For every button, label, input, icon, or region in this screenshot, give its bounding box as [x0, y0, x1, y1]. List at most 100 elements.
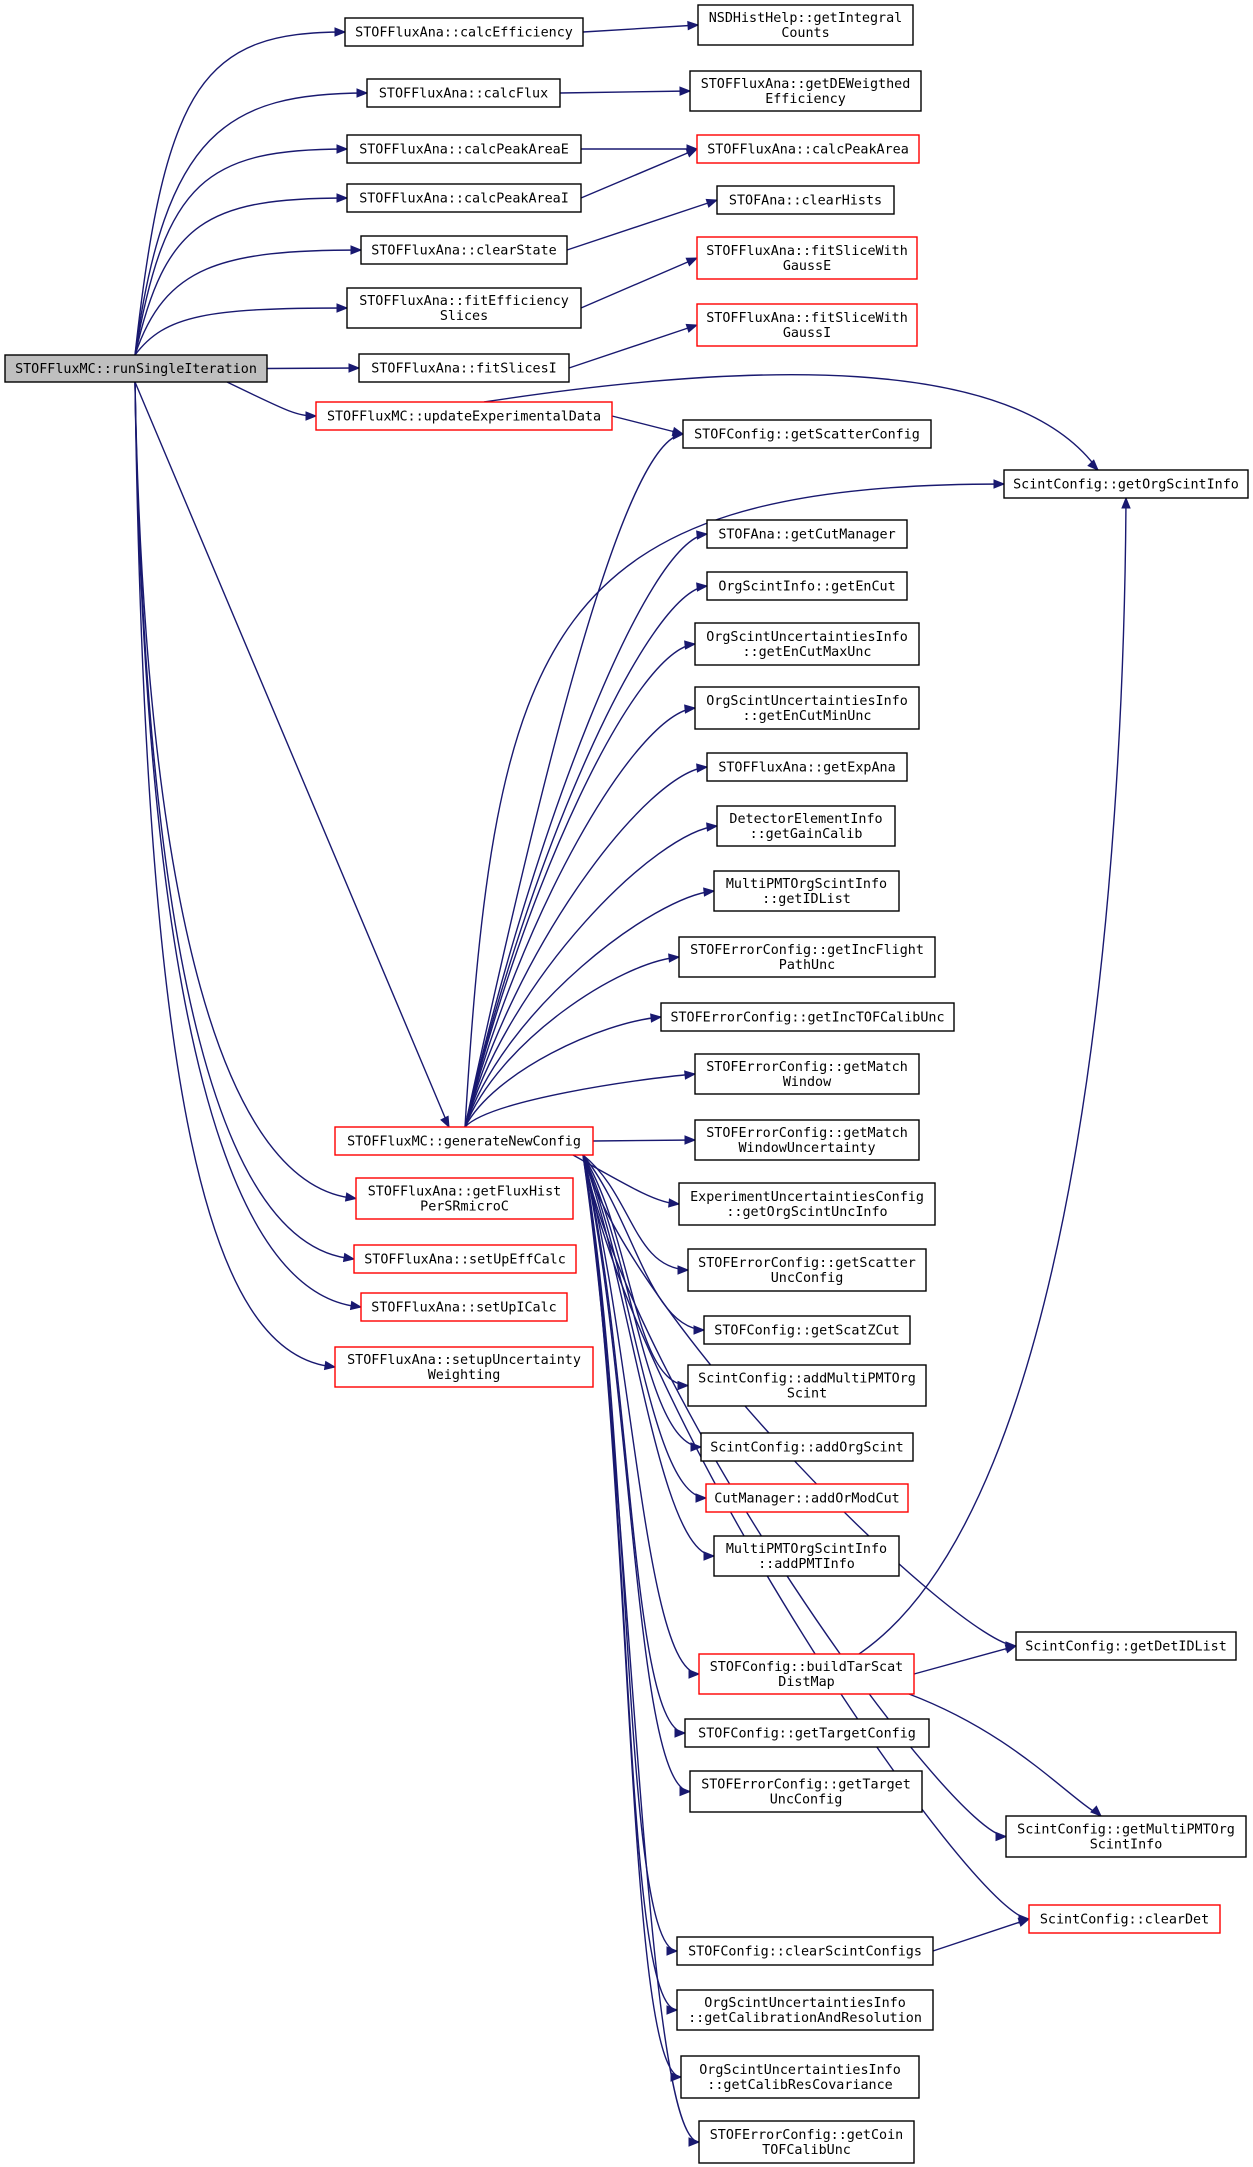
node-fitSlicesI[interactable]: STOFFluxAna::fitSlicesI: [358, 353, 570, 383]
node-label: Window: [783, 1075, 832, 1090]
edge-line: [134, 381, 450, 1128]
node-generateNewConfig[interactable]: STOFFluxMC::generateNewConfig: [334, 1126, 594, 1156]
node-label: OrgScintInfo::getEnCut: [718, 580, 895, 595]
edge-clearState-to-clearHists: [566, 198, 719, 251]
node-getDetIDList[interactable]: ScintConfig::getDetIDList: [1015, 1631, 1237, 1661]
node-getEnCutMinUnc[interactable]: OrgScintUncertaintiesInfo::getEnCutMinUn…: [694, 686, 920, 730]
node-clearScintConfigs[interactable]: STOFConfig::clearScintConfigs: [676, 1936, 934, 1966]
node-box: [705, 1483, 909, 1513]
node-box: [684, 1718, 930, 1748]
node-label: TOFCalibUnc: [762, 2143, 851, 2158]
node-getGainCalib[interactable]: DetectorElementInfo::getGainCalib: [716, 805, 896, 847]
node-updateExperimentalData[interactable]: STOFFluxMC::updateExperimentalData: [315, 401, 613, 431]
node-getScatZCut[interactable]: STOFConfig::getScatZCut: [703, 1315, 911, 1345]
node-getIncTOF[interactable]: STOFErrorConfig::getIncTOFCalibUnc: [660, 1002, 955, 1032]
node-root[interactable]: STOFFluxMC::runSingleIteration: [4, 354, 268, 383]
node-label: ScintConfig::getOrgScintInfo: [1013, 478, 1239, 493]
node-label: STOFAna::clearHists: [729, 194, 882, 209]
edge-arrowhead: [1090, 1805, 1102, 1817]
edge-arrowhead: [679, 86, 692, 96]
edge-line: [226, 381, 317, 417]
node-calcPeakAreaI[interactable]: STOFFluxAna::calcPeakAreaI: [346, 183, 582, 213]
edge-line: [582, 1154, 678, 2011]
node-getIDList[interactable]: MultiPMTOrgScintInfo::getIDList: [713, 870, 900, 912]
edge-line: [134, 381, 336, 1368]
node-clearHists[interactable]: STOFAna::clearHists: [716, 185, 895, 215]
node-getCalibResCov[interactable]: OrgScintUncertaintiesInfo::getCalibResCo…: [680, 2055, 920, 2099]
node-getCalibRes[interactable]: OrgScintUncertaintiesInfo::getCalibratio…: [676, 1989, 934, 2031]
node-getOrgScintInfo[interactable]: ScintConfig::getOrgScintInfo: [1003, 469, 1249, 499]
node-setUpEffCalc[interactable]: STOFFluxAna::setUpEffCalc: [353, 1244, 577, 1274]
node-getTargetConfig[interactable]: STOFConfig::getTargetConfig: [684, 1718, 930, 1748]
edge-line: [908, 1693, 1102, 1817]
edge-arrowhead: [356, 88, 369, 98]
node-getExpAna[interactable]: STOFFluxAna::getExpAna: [706, 752, 908, 782]
edge-root-to-setUpICalc: [134, 381, 363, 1311]
edge-line: [266, 367, 360, 370]
edge-arrowhead: [336, 144, 349, 154]
node-calcEfficiency[interactable]: STOFFluxAna::calcEfficiency: [344, 17, 584, 47]
node-label: STOFFluxAna::setUpICalc: [371, 1301, 556, 1316]
node-label: STOFFluxAna::fitSlicesI: [371, 362, 556, 377]
node-label: NSDHistHelp::getIntegral: [709, 11, 902, 26]
node-box: [713, 1535, 900, 1577]
node-label: ScintInfo: [1090, 1838, 1163, 1853]
node-box: [676, 1936, 934, 1966]
node-getCutManager[interactable]: STOFAna::getCutManager: [706, 519, 908, 549]
edge-arrowhead: [695, 1493, 708, 1503]
node-getEnCut[interactable]: OrgScintInfo::getEnCut: [706, 571, 908, 601]
edge-generateNewConfig-to-getEnCutMaxUnc: [464, 640, 697, 1128]
edge-line: [464, 585, 708, 1128]
node-clearState[interactable]: STOFFluxAna::clearState: [360, 235, 568, 265]
edge-line: [592, 1139, 696, 1142]
node-getScatterConfig[interactable]: STOFConfig::getScatterConfig: [682, 419, 932, 449]
node-label: STOFConfig::getScatterConfig: [694, 428, 920, 443]
edge-line: [464, 1073, 696, 1128]
node-clearDet[interactable]: ScintConfig::clearDet: [1028, 1904, 1221, 1934]
node-box: [687, 1248, 927, 1292]
node-getMatchWindowUnc[interactable]: STOFErrorConfig::getMatchWindowUncertain…: [694, 1119, 920, 1161]
node-calcFlux[interactable]: STOFFluxAna::calcFlux: [366, 78, 561, 108]
node-box: [358, 353, 570, 383]
edge-line: [858, 497, 1127, 1655]
node-box: [360, 235, 568, 265]
node-calcPeakArea[interactable]: STOFFluxAna::calcPeakArea: [696, 134, 920, 164]
node-getEnCutMaxUnc[interactable]: OrgScintUncertaintiesInfo::getEnCutMaxUn…: [694, 622, 920, 666]
node-addOrgScint[interactable]: ScintConfig::addOrgScint: [700, 1432, 914, 1462]
node-label: ScintConfig::clearDet: [1040, 1913, 1209, 1928]
node-addOrModCut[interactable]: CutManager::addOrModCut: [705, 1483, 909, 1513]
edge-arrowhead: [685, 323, 699, 333]
node-addPMTInfo[interactable]: MultiPMTOrgScintInfo::addPMTInfo: [713, 1535, 900, 1577]
edge-root-to-clearState: [134, 245, 363, 356]
node-label: Weighting: [428, 1368, 501, 1383]
node-box: [344, 17, 584, 47]
edge-root-to-fitEfficiencySlices: [134, 303, 349, 356]
edge-line: [464, 707, 696, 1128]
node-getOrgScintUnc[interactable]: ExperimentUncertaintiesConfig::getOrgSci…: [678, 1182, 936, 1226]
node-box: [680, 2055, 920, 2099]
node-label: PerSRmicroC: [420, 1200, 509, 1215]
node-setUpICalc[interactable]: STOFFluxAna::setUpICalc: [360, 1292, 568, 1322]
edge-line: [134, 381, 357, 1200]
nodes-layer: STOFFluxMC::runSingleIterationSTOFFluxAn…: [4, 4, 1249, 2164]
edge-generateNewConfig-to-buildTarScat: [582, 1154, 701, 1679]
node-calcPeakAreaE[interactable]: STOFFluxAna::calcPeakAreaE: [346, 134, 582, 164]
edge-line: [932, 1918, 1030, 1952]
node-box: [346, 287, 582, 329]
node-label: ::getEnCutMinUnc: [743, 709, 872, 724]
